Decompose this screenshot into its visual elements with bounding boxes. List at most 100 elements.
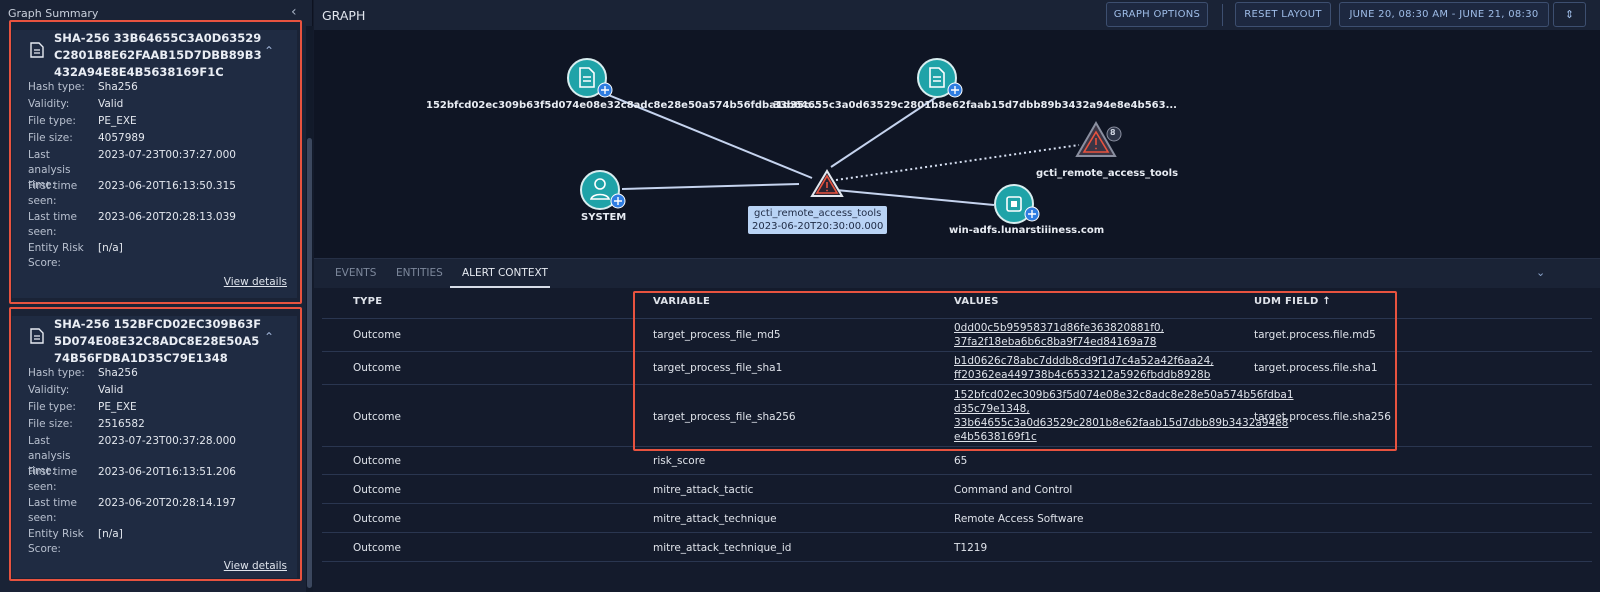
field-value: 2516582 [98, 418, 145, 430]
field-value: Sha256 [98, 367, 138, 379]
field-label: Validity: [28, 384, 70, 396]
graph-edge [600, 91, 813, 179]
cell-values: Command and Control [954, 484, 1073, 496]
detail-tabs: EVENTS ENTITIES ALERT CONTEXT ⌄ [314, 258, 1600, 288]
value-link[interactable]: e4b5638169f1c [954, 431, 1037, 443]
chevron-up-icon[interactable]: ⌃ [264, 44, 275, 58]
cell-variable: target_process_file_sha256 [653, 411, 796, 423]
file-node[interactable] [567, 58, 613, 98]
tab-entities[interactable]: ENTITIES [396, 267, 443, 279]
row-divider [322, 561, 1592, 562]
field-label: File size: [28, 132, 73, 144]
value-link[interactable]: 152bfcd02ec309b63f5d074e08e32c8adc8e28e5… [954, 389, 1294, 401]
row-divider [322, 351, 1592, 352]
field-label: Last analysis time: [28, 149, 71, 191]
alert-node-name: gcti_remote_access_tools [754, 208, 882, 219]
file-node[interactable] [917, 58, 963, 98]
file-icon [30, 42, 44, 58]
field-label: File type: [28, 401, 76, 413]
value-link[interactable]: 37fa2f18eba6b6c8ba9f74ed84169a78 [954, 336, 1157, 348]
alert-context-table: TYPE VARIABLE VALUES UDM FIELD ↑ Outcome… [322, 288, 1592, 592]
field-value: [n/a] [98, 242, 123, 254]
column-header-udm-field[interactable]: UDM FIELD ↑ [1254, 296, 1332, 307]
main-area: GRAPH GRAPH OPTIONS RESET LAYOUT JUNE 20… [314, 0, 1600, 592]
value-link[interactable]: 0dd00c5b95958371d86fe363820881f0, [954, 322, 1164, 334]
field-label: Last analysis time: [28, 435, 71, 477]
field-label: First time seen: [28, 180, 78, 207]
cell-variable: risk_score [653, 455, 706, 467]
cell-variable: target_process_file_md5 [653, 329, 781, 341]
cell-variable: mitre_attack_technique_id [653, 542, 792, 554]
cell-type: Outcome [353, 362, 401, 374]
field-value: 2023-06-20T16:13:51.206 [98, 466, 236, 478]
graph-canvas[interactable]: 152bfcd02ec309b63f5d074e08e32c8adc8e28e5… [314, 30, 1600, 258]
active-tab-indicator [450, 286, 550, 288]
graph-edge-dotted [835, 144, 1080, 181]
hash-card: SHA-256 33B64655C3A0D63529C2801B8E62FAAB… [12, 30, 297, 298]
row-divider [322, 318, 1592, 319]
value-link[interactable]: b1d0626c78abc7dddb8cd9f1d7c4a52a42f6aa24… [954, 355, 1214, 367]
column-header-type[interactable]: TYPE [353, 296, 383, 307]
field-value: 2023-07-23T00:37:28.000 [98, 435, 236, 447]
cell-values: T1219 [954, 542, 988, 554]
column-header-values[interactable]: VALUES [954, 296, 999, 307]
chevron-up-icon[interactable]: ⌃ [264, 330, 275, 344]
cell-values: 152bfcd02ec309b63f5d074e08e32c8adc8e28e5… [954, 388, 1294, 444]
chevron-updown-icon[interactable]: ⇕ [1553, 2, 1586, 27]
date-range-button[interactable]: JUNE 20, 08:30 AM - JUNE 21, 08:30 AM [1339, 2, 1549, 43]
field-label: File type: [28, 115, 76, 127]
cell-type: Outcome [353, 513, 401, 525]
cell-type: Outcome [353, 329, 401, 341]
alert-node-time: 2023-06-20T20:30:00.000 [752, 221, 884, 232]
hash-card: SHA-256 152BFCD02EC309B63F5D074E08E32C8A… [12, 316, 297, 578]
reset-layout-button[interactable]: RESET LAYOUT [1235, 2, 1331, 27]
host-node[interactable] [994, 184, 1040, 224]
row-divider [322, 384, 1592, 385]
view-details-link[interactable]: View details [223, 276, 287, 288]
field-value: Valid [98, 384, 124, 396]
value-link[interactable]: d35c79e1348, [954, 403, 1030, 415]
field-label: Validity: [28, 98, 70, 110]
field-label: Entity Risk Score: [28, 242, 84, 269]
cell-udm-field: target.process.file.sha1 [1254, 362, 1378, 374]
graph-title: GRAPH [322, 8, 366, 23]
row-divider [322, 503, 1592, 504]
field-label: Last time seen: [28, 211, 77, 238]
tab-events[interactable]: EVENTS [335, 267, 377, 279]
cell-variable: target_process_file_sha1 [653, 362, 783, 374]
cell-type: Outcome [353, 484, 401, 496]
field-label: Hash type: [28, 81, 85, 93]
chevron-left-icon[interactable]: ‹ [291, 4, 297, 20]
graph-edge [830, 91, 945, 168]
file-icon [30, 328, 44, 344]
field-label: File size: [28, 418, 73, 430]
host-node-label: win-adfs.lunarstiiiness.com [949, 225, 1105, 236]
row-divider [322, 446, 1592, 447]
alert-group-node[interactable] [1075, 120, 1122, 157]
graph-options-button[interactable]: GRAPH OPTIONS [1106, 2, 1208, 27]
graph-edge [835, 189, 995, 206]
graph-summary-panel: Graph Summary ‹ SHA-256 33B64655C3A0D635… [0, 0, 313, 592]
value-link[interactable]: 33b64655c3a0d63529c2801b8e62faab15d7dbb8… [954, 417, 1289, 429]
cell-values: 0dd00c5b95958371d86fe363820881f0, 37fa2f… [954, 321, 1164, 349]
scroll-thumb[interactable] [307, 138, 312, 588]
alert-node[interactable] [810, 151, 846, 197]
left-scrollbar[interactable] [306, 26, 313, 592]
cell-udm-field: target.process.file.sha256 [1254, 411, 1391, 423]
column-header-variable[interactable]: VARIABLE [653, 296, 711, 307]
field-label: Last time seen: [28, 497, 77, 524]
view-details-link[interactable]: View details [223, 560, 287, 572]
chevron-down-icon[interactable]: ⌄ [1536, 266, 1546, 279]
cell-values: 65 [954, 455, 968, 467]
graph-toolbar: GRAPH GRAPH OPTIONS RESET LAYOUT JUNE 20… [314, 0, 1600, 43]
hash-card-title: SHA-256 152BFCD02EC309B63F5D074E08E32C8A… [54, 317, 262, 365]
graph-summary-header: Graph Summary ‹ [0, 0, 313, 26]
row-divider [322, 474, 1592, 475]
value-link[interactable]: ff20362ea449738b4c6533212a5926fbddb8928b [954, 369, 1211, 381]
user-node[interactable] [580, 170, 626, 210]
tab-alert-context[interactable]: ALERT CONTEXT [462, 267, 548, 279]
file-node-label: 33b64655c3a0d63529c2801b8e62faab15d7dbb8… [773, 100, 1177, 111]
alert-node-label: gcti_remote_access_tools 2023-06-20T20:3… [748, 206, 888, 234]
cell-values: b1d0626c78abc7dddb8cd9f1d7c4a52a42f6aa24… [954, 354, 1214, 382]
